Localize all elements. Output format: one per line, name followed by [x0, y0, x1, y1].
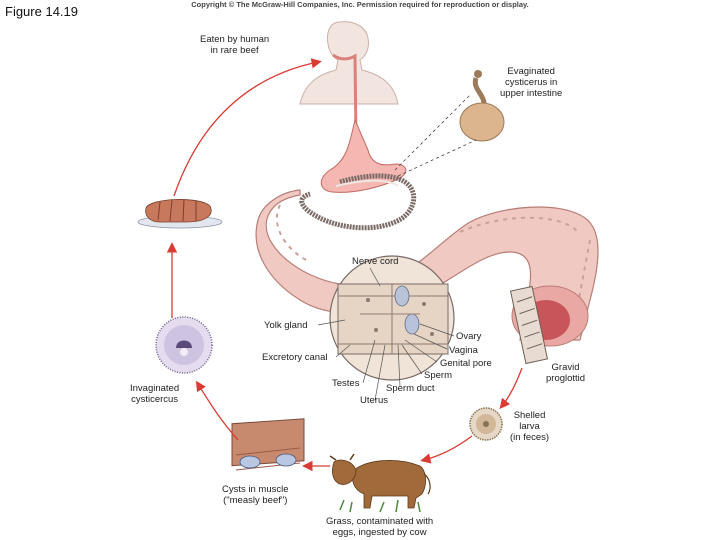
gravid-proglottid [509, 285, 549, 365]
label-genital-pore: Genital pore [440, 358, 492, 369]
cycle-arrows [166, 58, 523, 472]
label-invaginated-cysticercus: Invaginated cysticercus [130, 383, 180, 405]
anatomy-leaders [317, 267, 455, 401]
label-shelled-larva: Shelled larva (in feces) [510, 410, 550, 443]
label-evaginated-cysticercus: Evaginated cysticerus in upper intestine [500, 66, 563, 99]
label-sperm-duct: Sperm duct [386, 383, 435, 394]
label-nerve-cord: Nerve cord [352, 256, 399, 267]
cysts-in-muscle [231, 418, 305, 471]
cow [329, 453, 431, 513]
shelled-larva [469, 407, 503, 441]
evaginated-cysticercus [459, 70, 505, 142]
label-testes: Testes [332, 378, 360, 389]
tapeworm-coil [299, 173, 417, 231]
figure-label: Figure 14.19 [5, 4, 78, 19]
label-vagina: Vagina [449, 345, 478, 356]
magnified-proglottid [329, 255, 455, 381]
label-sperm: Sperm [424, 370, 452, 381]
label-grass-cow: Grass, contaminated with eggs, ingested … [326, 516, 434, 538]
label-excretory-canal: Excretory canal [262, 352, 328, 363]
label-gravid-proglottid: Gravid proglottid [546, 362, 586, 384]
label-ovary: Ovary [456, 331, 482, 342]
label-yolk-gland: Yolk gland [264, 320, 308, 331]
label-eaten-by-human: Eaten by human in rare beef [200, 34, 270, 56]
label-cysts-in-muscle: Cysts in muscle ("measly beef") [222, 484, 289, 506]
invaginated-cysticercus [155, 316, 213, 374]
beef-roast [137, 199, 223, 229]
copyright-notice: Copyright © The McGraw-Hill Companies, I… [191, 0, 529, 9]
label-uterus: Uterus [360, 395, 388, 406]
magnification-lines [394, 94, 477, 177]
